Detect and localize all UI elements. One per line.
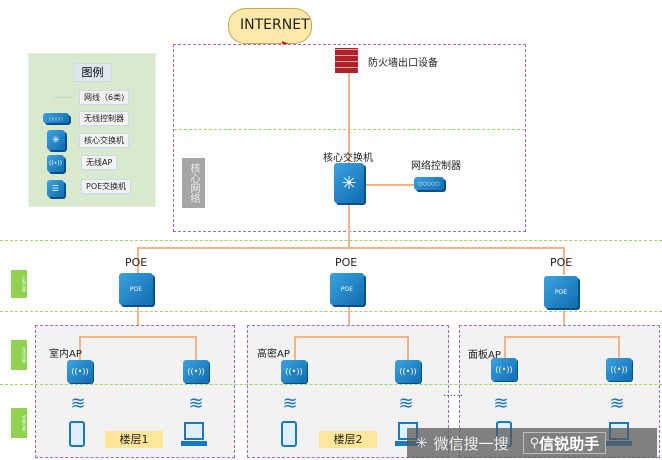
network-controller-icon: ○○○○○ xyxy=(414,177,444,190)
poe-label: POE xyxy=(335,256,358,269)
poe-switch-icon: POE xyxy=(544,276,578,308)
core-switch-icon: ✳ xyxy=(47,130,65,150)
legend-item-cable: 网线（6类) xyxy=(79,90,130,105)
internet-label: INTERNET xyxy=(240,17,310,33)
legend-item-controller: 无线控制器 xyxy=(79,111,129,126)
wifi-signal-icon: ≋ xyxy=(493,393,509,414)
laptop-icon xyxy=(181,422,207,446)
wifi-signal-icon: ≋ xyxy=(70,393,86,414)
floor-label: 楼层2 xyxy=(319,431,377,448)
poe-label: POE xyxy=(125,256,148,269)
wifi-signal-icon: ≋ xyxy=(609,393,625,414)
poe-switch-icon: ☰ xyxy=(47,180,64,197)
watermark-search-text: 微信搜一搜 xyxy=(433,434,509,453)
poe-switch-icon: POE xyxy=(119,273,153,305)
sparkle-icon: ✳ xyxy=(415,434,428,452)
cable-line-sample xyxy=(54,97,74,98)
watermark: ✳ 微信搜一搜 ⚲ 信锐助手 xyxy=(407,428,657,458)
wireless-ap-icon: ((•)) xyxy=(491,358,517,381)
wireless-controller-icon: ○○○○ xyxy=(43,113,69,123)
watermark-account: 信锐助手 xyxy=(539,434,600,453)
layer-divider xyxy=(0,240,662,241)
legend-item-ap: 无线AP xyxy=(81,155,118,170)
phone-icon xyxy=(281,421,297,447)
poe-label: POE xyxy=(550,256,573,269)
legend: 图例 网线（6类) ○○○○ 无线控制器 ✳ 核心交换机 ((•)) 无线AP … xyxy=(28,53,156,207)
poe-switch-icon: POE xyxy=(330,273,364,305)
layer-divider xyxy=(0,311,662,312)
layer-divider xyxy=(0,384,662,385)
core-switch-icon: ✳ xyxy=(334,163,364,203)
wireless-ap-icon: ((•)) xyxy=(183,360,209,383)
layer-label-wireless: 无线设备 xyxy=(11,340,27,370)
firewall-icon xyxy=(335,48,358,73)
more-floors-ellipsis: …… xyxy=(443,388,463,399)
ap-label: 高密AP xyxy=(257,349,290,360)
legend-title: 图例 xyxy=(73,63,112,82)
wireless-ap-icon: ((•)) xyxy=(67,360,93,383)
legend-item-core-switch: 核心交换机 xyxy=(79,133,129,148)
controller-label: 网络控制器 xyxy=(411,161,461,172)
search-icon: ⚲ xyxy=(529,435,540,451)
layer-label-terminal: 终端设备 xyxy=(11,408,27,438)
layer-label-aggregation: 汇聚设备 xyxy=(11,270,27,298)
ap-label: 室内AP xyxy=(49,349,82,360)
wireless-ap-icon: ((•)) xyxy=(281,360,307,383)
core-divider xyxy=(174,129,525,130)
wireless-ap-icon: ((•)) xyxy=(47,155,64,172)
legend-item-poe: POE交换机 xyxy=(81,179,132,194)
core-zone-label: 核心网络 xyxy=(182,158,205,208)
wifi-signal-icon: ≋ xyxy=(398,393,414,414)
phone-icon xyxy=(69,421,85,447)
ap-label: 面板AP xyxy=(468,350,501,361)
internet-cloud xyxy=(228,8,312,44)
wifi-signal-icon: ≋ xyxy=(282,393,298,414)
floor-label: 楼层1 xyxy=(105,431,163,448)
wifi-signal-icon: ≋ xyxy=(188,393,204,414)
wireless-ap-icon: ((•)) xyxy=(395,360,421,383)
firewall-label: 防火墙出口设备 xyxy=(368,58,438,69)
wireless-ap-icon: ((•)) xyxy=(606,358,632,381)
core-switch-label: 核心交换机 xyxy=(323,153,373,164)
